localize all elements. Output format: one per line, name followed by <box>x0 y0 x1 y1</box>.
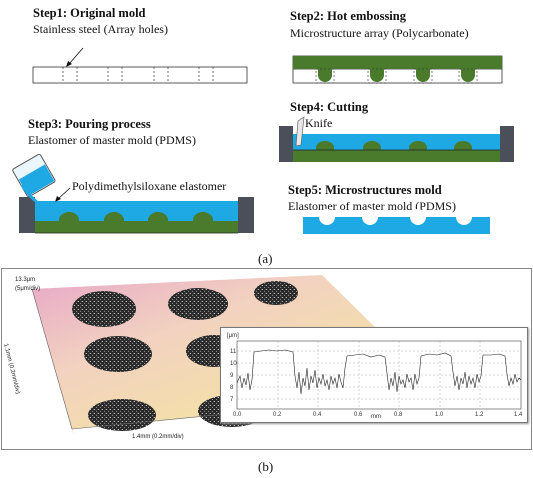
inset-xtick: 0.4 <box>313 412 322 418</box>
z-scale-label: 13.3μm <box>15 277 36 283</box>
microstructure-dots <box>72 281 298 431</box>
inset-xtick: 0.2 <box>273 412 282 418</box>
inset-ytick: 11 <box>230 349 237 355</box>
step4-title: Step4: Cutting <box>290 100 369 114</box>
x-scale-label: 1.4mm (0.2mm/div) <box>132 434 184 440</box>
profile-chart: [μm] mm 11 10 9 8 7 0.0 0.2 0.4 0.6 0.8 … <box>227 333 523 420</box>
inset-xtick: 1.0 <box>435 412 444 418</box>
step1-title: Step1: Original mold <box>33 6 146 20</box>
steel-plate <box>32 66 248 84</box>
pdms-mold <box>303 209 490 234</box>
cutting-setup <box>279 116 514 162</box>
embossing-plate <box>292 55 503 84</box>
step5-title: Step5: Microstructures mold <box>288 183 442 197</box>
pouring-setup <box>12 153 254 234</box>
z-scale-div: (5μm/div) <box>15 286 41 292</box>
caption-b: (b) <box>258 459 274 474</box>
caption-a: (a) <box>258 251 273 266</box>
inset-ytick: 7 <box>230 397 234 403</box>
inset-ytick: 10 <box>230 361 237 367</box>
step5-desc: Elastomer of master mold (PDMS) <box>288 199 456 213</box>
step2-title: Step2: Hot embossing <box>290 9 406 23</box>
inset-ylabel: [μm] <box>227 333 239 339</box>
inset-xlabel: mm <box>371 414 381 420</box>
step3-title: Step3: Pouring process <box>28 117 151 131</box>
inset-xtick: 1.2 <box>475 412 484 418</box>
beaker-icon <box>12 153 56 198</box>
step3-desc: Elastomer of master mold (PDMS) <box>28 133 196 147</box>
process-diagram <box>12 47 514 234</box>
profile-inset: [μm] mm 11 10 9 8 7 0.0 0.2 0.4 0.6 0.8 … <box>220 327 528 423</box>
inset-xtick: 0.0 <box>233 412 242 418</box>
inset-ytick: 8 <box>230 385 234 391</box>
knife-icon <box>295 116 305 147</box>
step1-desc: Stainless steel (Array holes) <box>33 22 168 36</box>
step2-desc: Microstructure array (Polycarbonate) <box>290 26 469 40</box>
profile-line <box>236 349 522 395</box>
step1-arrow <box>68 47 84 65</box>
inset-xtick: 0.6 <box>354 412 363 418</box>
inset-xtick: 0.8 <box>394 412 403 418</box>
knife-label: Knife <box>305 116 333 130</box>
inset-ytick: 9 <box>230 373 234 379</box>
panel-b: 13.3μm (5μm/div) 1.1mm (0.2mm/div) 1.4mm… <box>1 268 532 450</box>
inset-xtick: 1.4 <box>514 412 523 418</box>
pdms-label: Polydimethylsiloxane elastomer <box>72 179 227 193</box>
